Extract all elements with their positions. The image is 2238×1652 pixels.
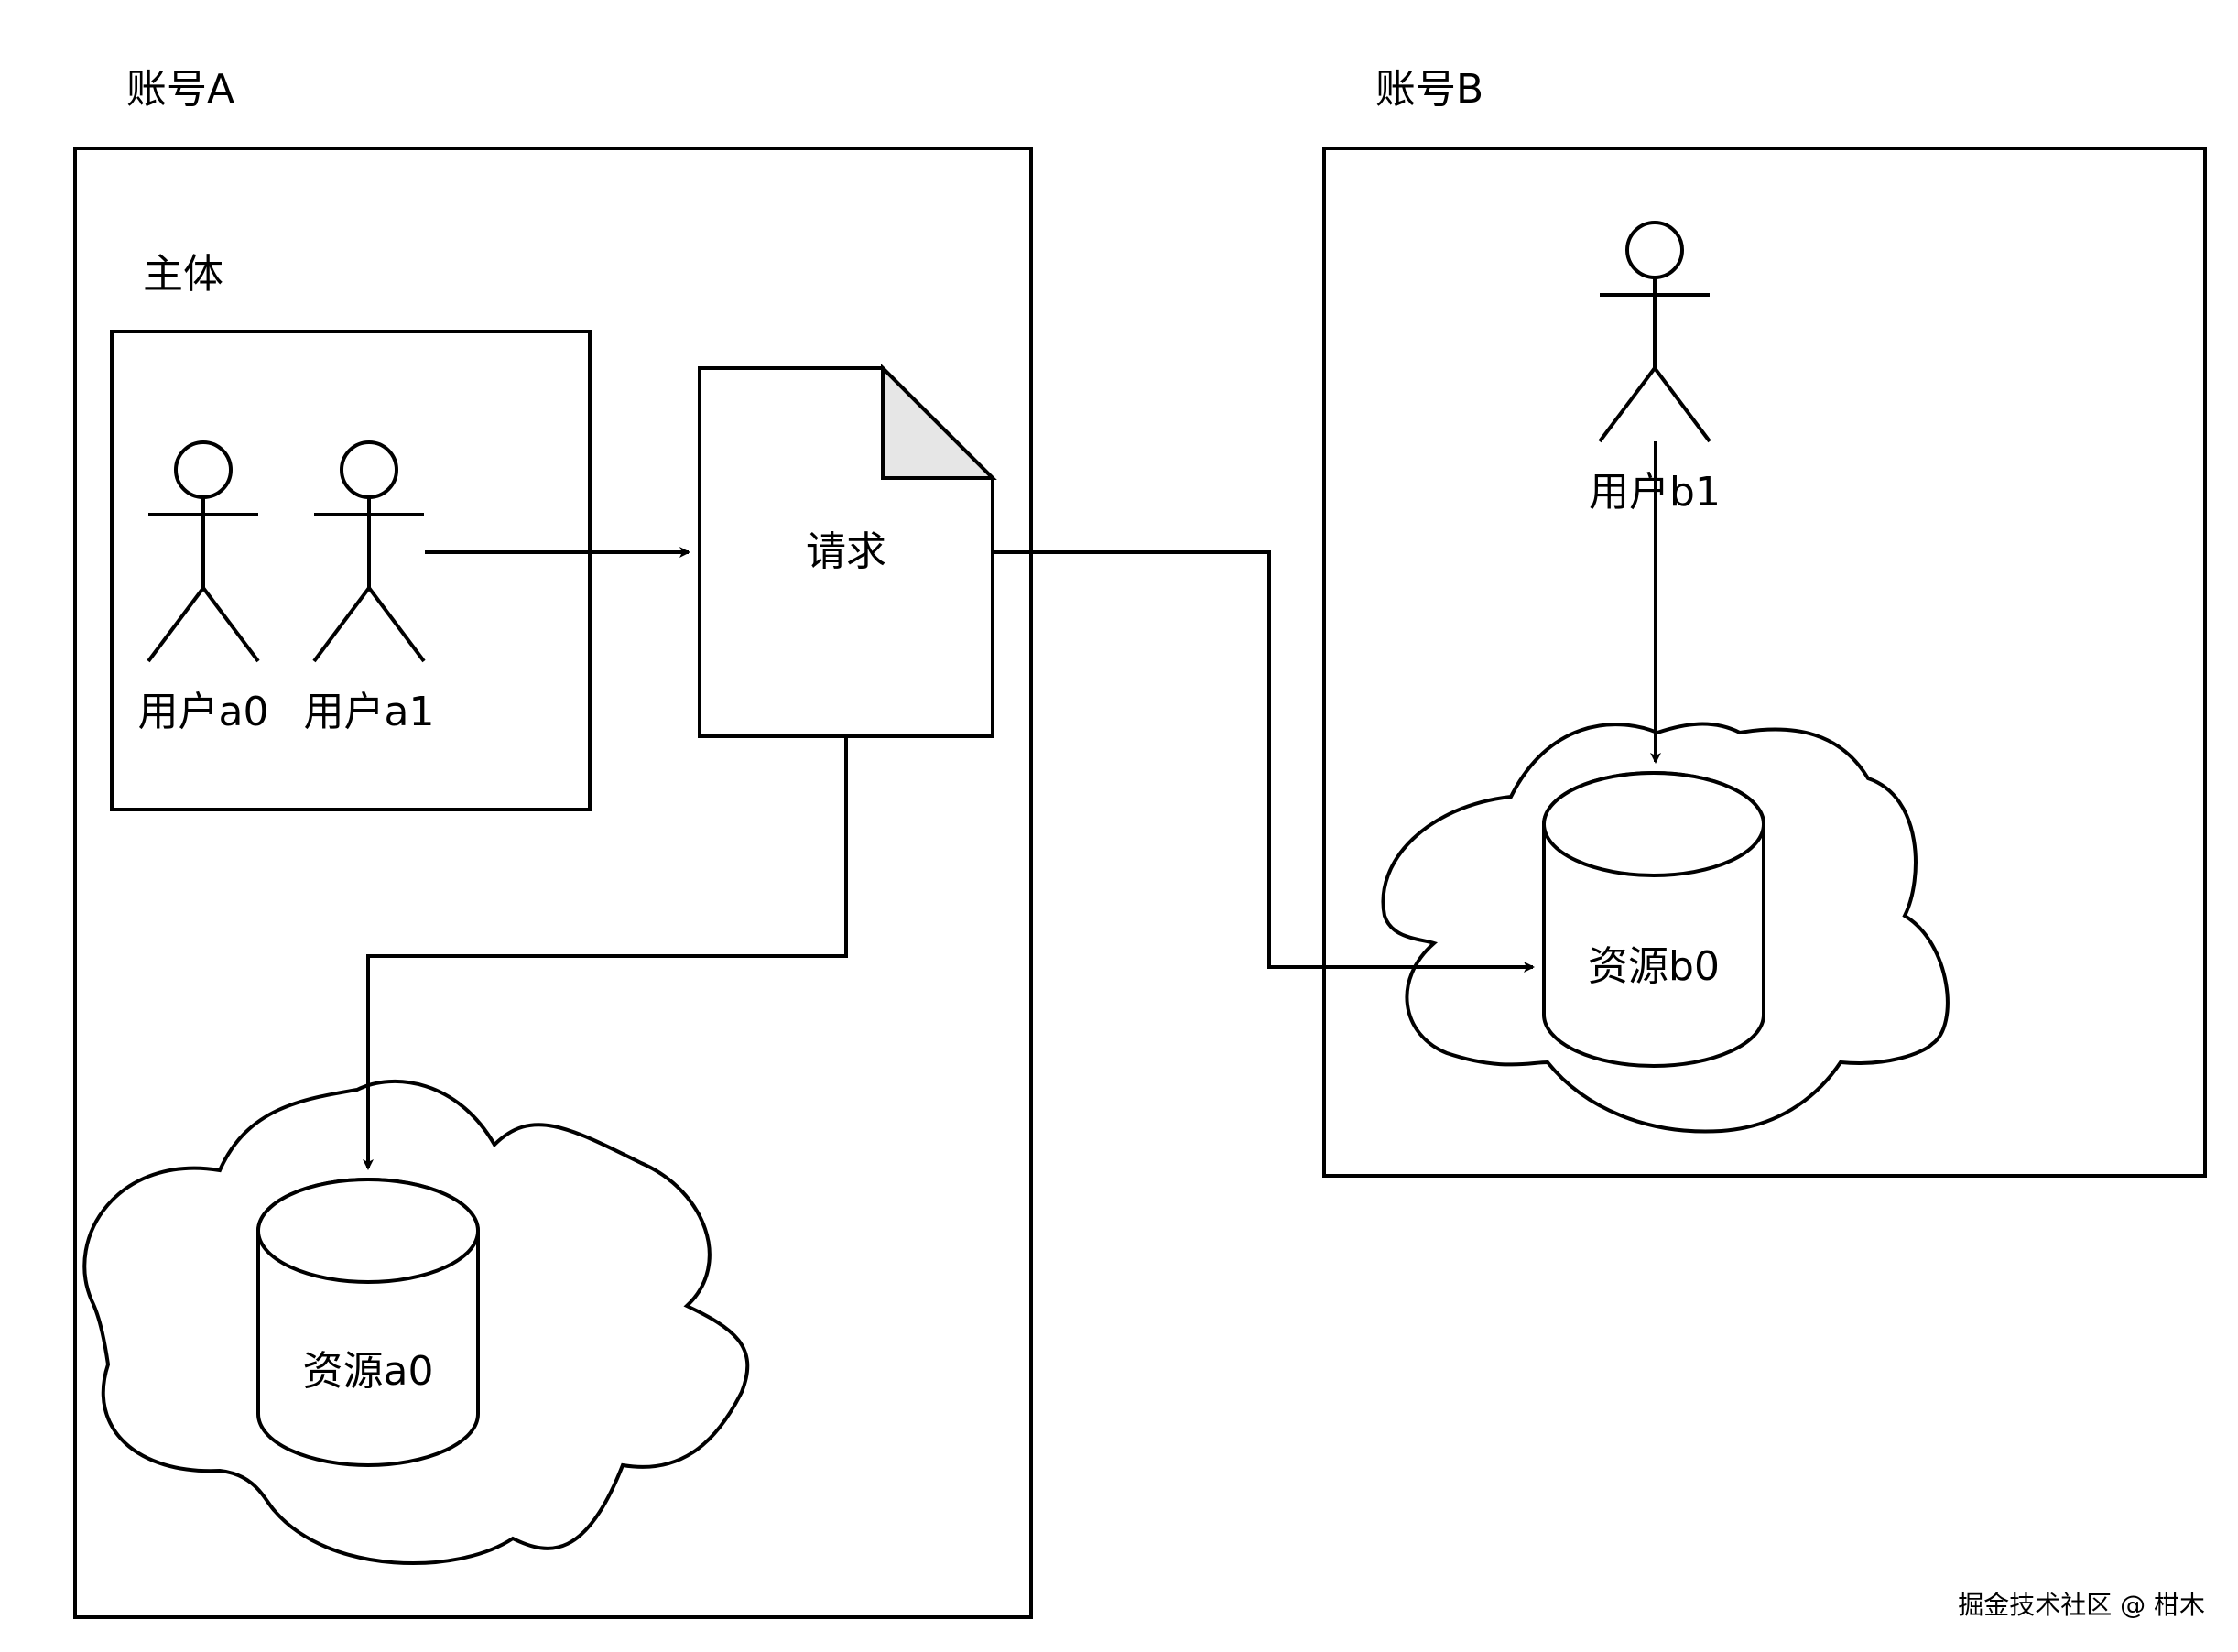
user-a1-actor-icon bbox=[312, 440, 426, 663]
resource-a0-database-icon bbox=[256, 1178, 480, 1467]
edge-request-to-resource-b0 bbox=[993, 550, 1535, 973]
user-b1-actor-icon bbox=[1598, 221, 1711, 443]
user-a0-actor-icon bbox=[147, 440, 260, 663]
request-label: 请求 bbox=[806, 528, 886, 575]
user-a0-label: 用户a0 bbox=[138, 689, 269, 735]
watermark-text: 掘金技术社区 @ 柑木 bbox=[1958, 1590, 2205, 1620]
request-document-icon bbox=[698, 364, 997, 738]
resource-b0-database-icon bbox=[1542, 771, 1765, 1068]
resource-a0-label: 资源a0 bbox=[303, 1348, 434, 1395]
edge-request-to-resource-a0 bbox=[363, 736, 848, 1170]
principal-container bbox=[110, 330, 592, 811]
principal-title: 主体 bbox=[143, 251, 223, 298]
account-b-title: 账号B bbox=[1375, 66, 1483, 113]
user-a1-label: 用户a1 bbox=[304, 689, 435, 735]
account-a-title: 账号A bbox=[126, 66, 234, 113]
resource-b0-label: 资源b0 bbox=[1588, 943, 1720, 990]
